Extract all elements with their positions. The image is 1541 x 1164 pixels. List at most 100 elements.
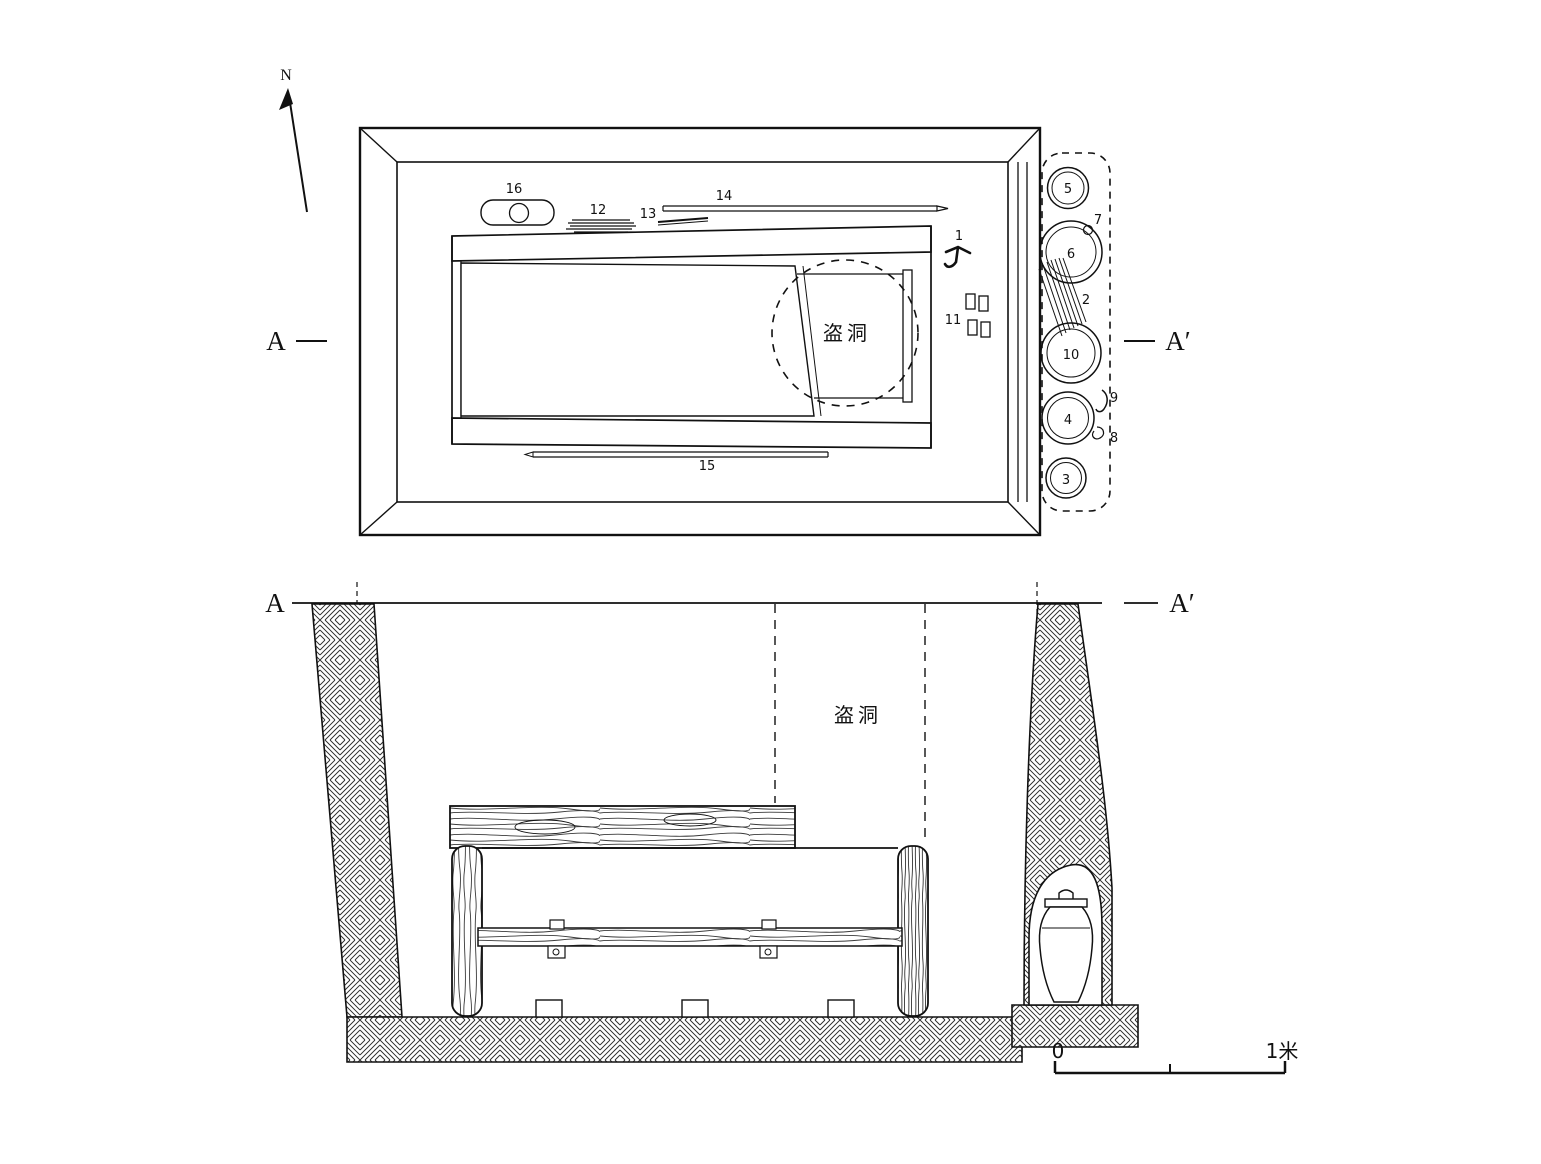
plan-marker-a: A: [266, 326, 286, 356]
artifact-7-label: 7: [1094, 213, 1102, 228]
bundle-line: [1062, 257, 1087, 323]
vessel-10-outer-rim: [1040, 322, 1102, 384]
plan-robber-hole: 盗洞: [771, 259, 919, 407]
scale-bar: 0 1米: [1052, 1039, 1299, 1075]
artifact-16-knob: [508, 202, 530, 224]
section-view: A A′: [265, 582, 1299, 1075]
wood-knot: [663, 813, 717, 827]
bundle-line: [1038, 268, 1063, 337]
vessel-3-outer-rim: [1045, 457, 1087, 499]
section-markers: A A′: [265, 582, 1195, 627]
vessel-10-inner-rim: [1046, 328, 1096, 378]
rod-tip: [523, 451, 534, 458]
pit-corner-bevel-tl: [359, 127, 398, 163]
coffin-top-plank: [449, 805, 796, 849]
plank-fitting-bottom: [547, 945, 566, 959]
scale-meter-label: 1米: [1266, 1039, 1299, 1063]
artifact-8-label: 8: [1110, 431, 1118, 446]
plank-fitting-top: [549, 919, 565, 930]
pit-corner-bevel-br: [1007, 501, 1041, 536]
vessel-6-label: 6: [1067, 247, 1075, 262]
coffin-foot: [535, 999, 563, 1018]
artifact-11-label: 11: [945, 313, 962, 328]
scale-zero-label: 0: [1052, 1039, 1065, 1063]
vessel-3: 3: [1045, 457, 1087, 499]
vessel-5-outer-rim: [1046, 166, 1090, 210]
artifact-13-stick: 13: [640, 207, 709, 226]
plaque: [965, 293, 976, 310]
pit-floor: [346, 1016, 1023, 1063]
artifact-1-fitting: 1: [943, 229, 972, 269]
artifact-16-label: 16: [506, 182, 523, 197]
vessel-5: 5: [1046, 166, 1090, 210]
plan-marker-a-prime: A′: [1165, 326, 1190, 356]
pole-tip: [936, 205, 949, 212]
vessel-10-label: 10: [1063, 348, 1080, 363]
bundle-line: [1050, 259, 1075, 329]
vessel-6-inner-rim: [1045, 226, 1097, 278]
artifact-8: 8: [1091, 426, 1118, 446]
coffin-lid-broken-edge: [802, 265, 822, 417]
vessel-5-label: 5: [1064, 182, 1072, 197]
plan-coffin: [451, 225, 932, 449]
section-marker-a-prime: A′: [1169, 588, 1194, 618]
vessel-3-label: 3: [1062, 473, 1070, 488]
north-arrow: N: [279, 67, 308, 213]
artifact-13-label: 13: [640, 207, 657, 222]
artifact-9-label: 9: [1110, 391, 1118, 406]
artifact-2-label: 2: [1082, 293, 1090, 308]
plaque: [978, 295, 989, 312]
pit-inner-edge: [396, 161, 1009, 503]
plan-robber-hole-label: 盗洞: [823, 321, 871, 345]
wood-knot: [514, 819, 576, 835]
vessel-4-inner-rim: [1047, 397, 1089, 439]
artifact-11-plaques: 11: [945, 293, 991, 338]
pit-wall-left: [311, 603, 403, 1018]
north-arrow-head-icon: [279, 88, 293, 110]
vessel-4-label: 4: [1064, 413, 1072, 428]
pot-body: [1038, 906, 1094, 1003]
plaque: [980, 321, 991, 338]
coffin-middle-plank: [477, 927, 903, 947]
niche-pot: [1038, 889, 1094, 1003]
inner-coffin-end-board: [902, 269, 913, 403]
artifact-14-label: 14: [716, 189, 733, 204]
artifact-7: 7: [1082, 213, 1102, 236]
artifact-8-shape: [1091, 426, 1105, 440]
artifact-12-label: 12: [590, 203, 607, 218]
vessel-5-inner-rim: [1051, 171, 1085, 205]
vessel-10: 10: [1040, 322, 1102, 384]
bundle-line: [1042, 264, 1067, 334]
plaque: [967, 319, 978, 336]
coffin-foot: [827, 999, 855, 1018]
pot-knob: [1058, 889, 1074, 899]
plan-artifacts: 16 12 13 14: [480, 182, 991, 474]
pit-floor-right-step: [1011, 1004, 1139, 1048]
fitting-pin: [764, 948, 772, 956]
north-label: N: [280, 67, 292, 84]
artifact-13-shape: [657, 217, 709, 223]
fitting-pin: [552, 948, 560, 956]
plank-fitting-top: [761, 919, 777, 930]
artifact-1-label: 1: [955, 229, 963, 244]
artifact-16-outline: [480, 199, 555, 226]
plank-fitting-bottom: [759, 945, 778, 959]
coffin-lid-remnant: [460, 262, 815, 417]
section-marker-a: A: [265, 588, 285, 618]
plan-niche: 5 7 6 2: [1038, 152, 1118, 512]
bundle-line: [1058, 257, 1083, 325]
artifact-15-rod: 15: [523, 451, 829, 474]
plan-view: A A′: [266, 126, 1191, 537]
artifact-9-shape: [1095, 389, 1108, 413]
pot-rim: [1044, 898, 1088, 908]
vessel-6: 6: [1039, 220, 1103, 284]
plan-section-markers: A A′: [266, 326, 1190, 356]
coffin-bottom-plank-plan: [451, 417, 932, 449]
bundle-line: [1054, 258, 1079, 327]
pit-corner-bevel-bl: [359, 501, 398, 536]
bundle-line: [1046, 261, 1071, 331]
artifact-9: 9: [1095, 389, 1118, 413]
artifact-2-bundle: 2: [1038, 257, 1090, 337]
